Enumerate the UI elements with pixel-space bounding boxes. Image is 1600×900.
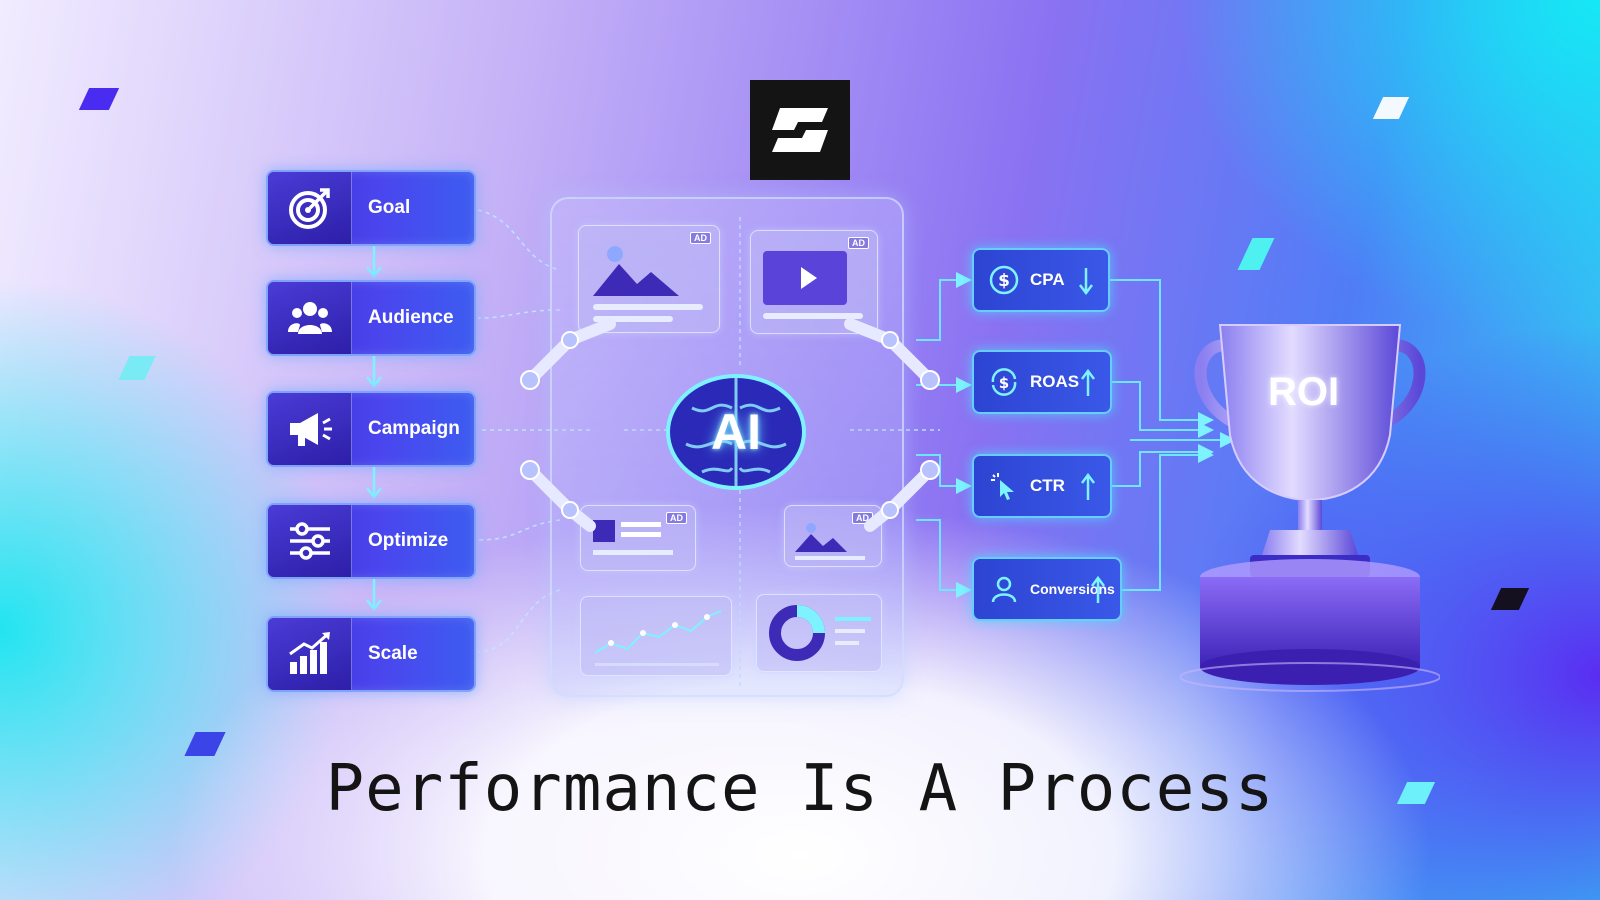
roi-trophy	[1179, 315, 1441, 695]
play-icon	[763, 251, 863, 319]
line-chart-card	[580, 596, 732, 676]
user-icon	[991, 576, 1017, 603]
dollar-refresh-icon: $	[991, 368, 1017, 396]
step-label: Optimize	[368, 530, 449, 551]
step-scale[interactable]: Scale	[266, 616, 476, 692]
roi-label: ROI	[1268, 370, 1340, 414]
text-ad-card: AD	[580, 505, 696, 571]
decor-shard	[1237, 238, 1275, 270]
down-arrow-icon	[366, 579, 382, 612]
line-chart-icon	[594, 610, 722, 666]
decor-shard	[1372, 97, 1410, 119]
ai-label: AI	[711, 404, 761, 460]
metric-label: CPA	[1030, 270, 1065, 289]
step-goal[interactable]: Goal	[266, 170, 476, 246]
image-ad-card: AD	[578, 225, 720, 333]
image-icon	[593, 246, 703, 322]
arrow-up-icon	[1081, 368, 1095, 396]
decor-shard	[78, 88, 120, 110]
step-campaign[interactable]: Campaign	[266, 391, 476, 467]
step-label: Scale	[368, 643, 418, 664]
bar-chart-up-icon	[268, 618, 352, 690]
sliders-icon	[268, 505, 352, 577]
brand-logo	[750, 80, 850, 180]
metric-label: CTR	[1030, 476, 1065, 495]
megaphone-icon	[268, 393, 352, 465]
image-icon	[795, 523, 865, 560]
ai-brain: AI	[662, 368, 810, 496]
people-icon	[268, 282, 352, 354]
step-label: Campaign	[368, 418, 460, 439]
metric-conversions[interactable]: Conversions	[972, 557, 1122, 621]
step-label: Goal	[368, 197, 411, 218]
down-arrow-icon	[366, 356, 382, 389]
robotic-arms	[520, 318, 940, 532]
svg-text:$: $	[998, 271, 1010, 291]
page-headline: Performance Is A Process	[325, 752, 1275, 826]
metric-cpa[interactable]: $ CPA	[972, 248, 1110, 312]
step-audience[interactable]: Audience	[266, 280, 476, 356]
metric-roas[interactable]: $ ROAS	[972, 350, 1112, 414]
video-ad-card: AD	[750, 230, 878, 334]
arrow-up-icon	[1081, 472, 1095, 500]
arrow-down-icon	[1079, 268, 1093, 296]
ad-tag: AD	[848, 237, 869, 249]
svg-text:$: $	[999, 374, 1009, 392]
trophy-icon	[1179, 324, 1441, 692]
image-ad-card-small: AD	[784, 505, 882, 567]
cursor-click-icon	[991, 473, 1014, 500]
ad-tag: AD	[690, 232, 711, 244]
ad-tag: AD	[666, 512, 687, 524]
article-icon	[593, 520, 673, 555]
step-label: Audience	[368, 307, 454, 328]
donut-chart-card	[756, 594, 882, 672]
metric-label: ROAS	[1030, 372, 1080, 391]
down-arrow-icon	[366, 467, 382, 500]
decor-shard	[118, 356, 156, 380]
arrow-up-icon	[1091, 575, 1105, 603]
metric-ctr[interactable]: CTR	[972, 454, 1112, 518]
brain-icon	[666, 374, 806, 490]
brand-logo-icon	[772, 108, 828, 152]
donut-chart-icon	[769, 605, 871, 661]
target-icon	[268, 172, 352, 244]
step-optimize[interactable]: Optimize	[266, 503, 476, 579]
down-arrow-icon	[366, 246, 382, 279]
decor-shard	[1490, 588, 1530, 610]
dollar-cycle-icon: $	[989, 265, 1019, 295]
